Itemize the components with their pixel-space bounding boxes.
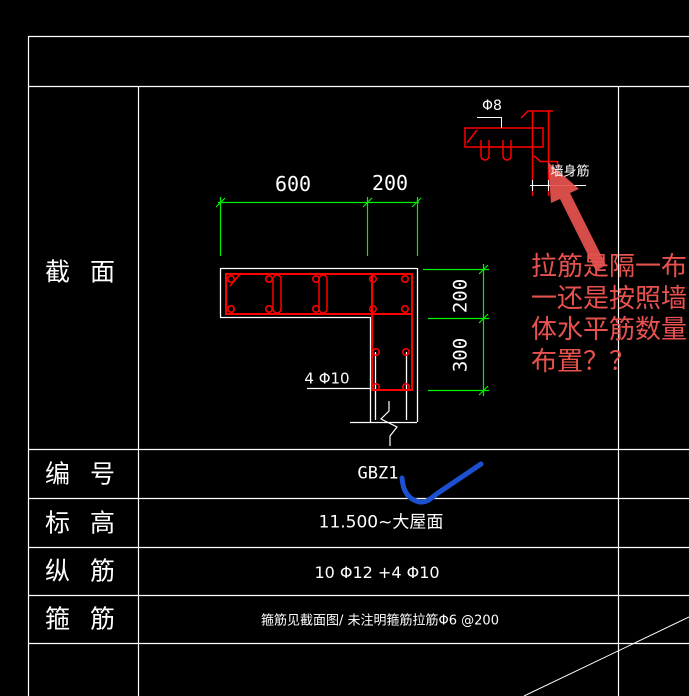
table-grid: [27, 35, 689, 696]
value-number: GBZ1: [357, 463, 399, 484]
diagonal-line: [523, 616, 689, 696]
tie-bar-detail: [464, 110, 559, 196]
break-symbol: [379, 401, 398, 446]
wall-rebar-label: 墙身筋: [550, 164, 590, 180]
annotation-question: 拉筋是隔一布 一还是按照墙 体水平筋数量 布置？？: [531, 252, 687, 378]
annotation-line: 拉筋是隔一布: [531, 252, 688, 282]
dim-600-label: 600: [274, 172, 312, 196]
dim-200-top-label: 200: [371, 171, 409, 195]
stirrup-reinforcement: [225, 272, 413, 391]
value-longitudinal-rebar: 10 Φ12 +4 Φ10: [314, 563, 440, 582]
annotation-line: 布置？？: [531, 346, 636, 377]
row-label-number: 编 号: [45, 459, 121, 489]
dim-200-right-label: 200: [449, 278, 472, 314]
row-label-stirrup: 箍 筋: [45, 604, 121, 634]
bars-4phi10-label: 4 Φ10: [304, 369, 350, 388]
detail-phi8-label: Φ8: [482, 98, 502, 114]
row-label-section: 截 面: [45, 257, 121, 287]
value-stirrup: 箍筋见截面图/ 未注明箍筋拉筋Φ6 @200: [261, 613, 499, 629]
annotation-line: 体水平筋数量: [531, 315, 688, 345]
dimension-lines: [215, 197, 489, 396]
dim-300-right-label: 300: [449, 337, 472, 373]
row-label-longitudinal-rebar: 纵 筋: [45, 556, 121, 586]
blue-checkmark: [399, 461, 484, 505]
annotation-arrow: [548, 162, 606, 271]
row-label-elevation: 标 高: [45, 508, 121, 538]
value-elevation: 11.500~大屋面: [318, 512, 444, 533]
annotation-line: 一还是按照墙: [531, 283, 688, 314]
section-outline: [219, 267, 419, 424]
